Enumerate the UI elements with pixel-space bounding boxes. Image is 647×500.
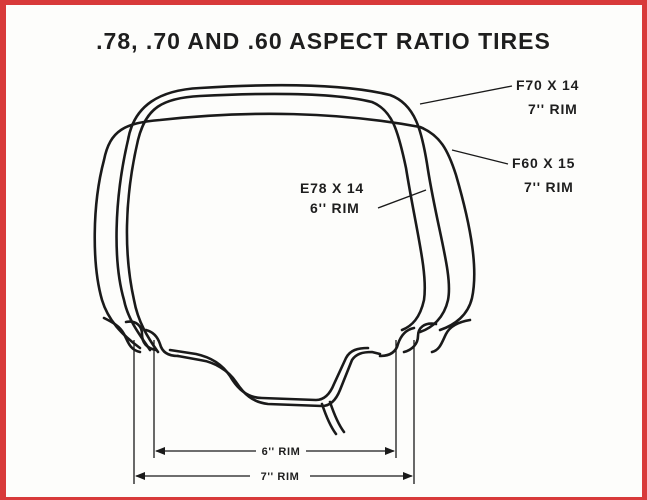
rim6-arrowhead-left [155, 447, 165, 455]
f60-leader-line [451, 149, 509, 165]
f70-size-label: F70 X 14 [516, 77, 579, 93]
rim7-arrowhead-left [135, 472, 145, 480]
e78-size-label: E78 X 14 [300, 180, 364, 196]
rim-valve-stem [320, 400, 346, 436]
rim-profile-inner [168, 346, 370, 402]
e78-leader-line [377, 189, 427, 209]
e78-rim-label: 6'' RIM [310, 200, 360, 216]
right-bead-mid [402, 322, 438, 354]
e78-tire-outline [125, 92, 427, 354]
left-bead-inner [144, 328, 180, 358]
f60-rim-label: 7'' RIM [524, 179, 574, 195]
rim6-dimension-label: 6'' RIM [262, 446, 301, 458]
left-bead-outer [102, 316, 142, 354]
rim6-arrowhead-right [385, 447, 395, 455]
right-bead-inner [378, 326, 416, 358]
rim7-dimension-label: 7'' RIM [261, 471, 300, 483]
rim7-arrowhead-right [403, 472, 413, 480]
diagram-title: .78, .70 AND .60 ASPECT RATIO TIRES [96, 28, 551, 54]
f70-leader-line [419, 85, 513, 105]
left-bead-mid [124, 320, 158, 352]
f60-size-label: F60 X 15 [512, 155, 575, 171]
f70-rim-label: 7'' RIM [528, 101, 578, 117]
f70-tire-outline [115, 83, 451, 352]
right-bead-outer [430, 318, 472, 354]
f60-tire-outline [93, 112, 476, 350]
